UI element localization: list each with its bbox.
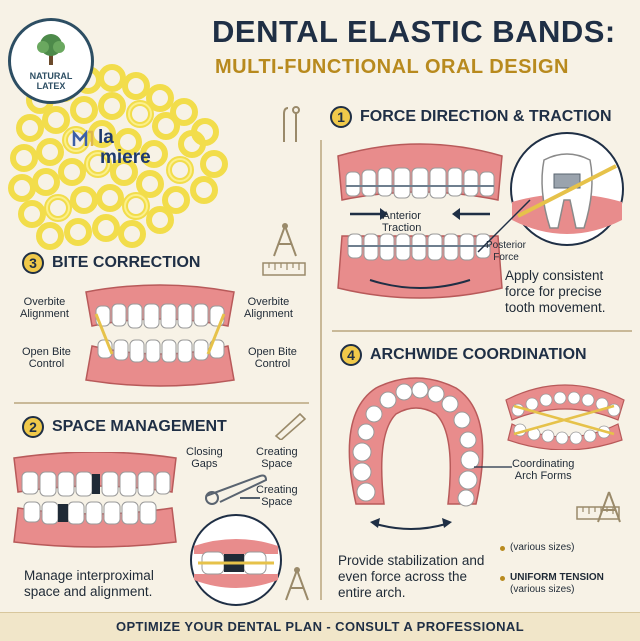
vertical-divider bbox=[320, 140, 322, 600]
section-force-heading: FORCE DIRECTION & TRACTION bbox=[360, 108, 612, 125]
note-various-sizes-1: (various sizes) bbox=[510, 542, 575, 553]
pointer-line bbox=[474, 466, 512, 468]
section-force-number: 1 bbox=[330, 106, 352, 128]
brand-line2: miere bbox=[100, 147, 151, 168]
horizontal-divider-right bbox=[332, 330, 632, 332]
label-openbite-left: Open Bite Control bbox=[22, 346, 71, 370]
footer-banner: OPTIMIZE YOUR DENTAL PLAN - CONSULT A PR… bbox=[0, 612, 640, 641]
section-arch-number: 4 bbox=[340, 344, 362, 366]
label-overbite-left: Overbite Alignment bbox=[20, 296, 69, 320]
note-various-sizes-2: (various sizes) bbox=[510, 584, 575, 595]
note-bullet-1 bbox=[500, 546, 505, 551]
section-space-number: 2 bbox=[22, 416, 44, 438]
teeth-braces-illustration bbox=[337, 143, 503, 299]
pencil-icon bbox=[274, 412, 307, 440]
arrow-double-icon bbox=[370, 518, 452, 530]
safety-pin-icon bbox=[205, 474, 268, 505]
section-bite-number: 3 bbox=[22, 252, 44, 274]
brand-logo: la miere bbox=[72, 128, 151, 168]
section-arch-heading: ARCHWIDE COORDINATION bbox=[370, 346, 587, 363]
arch-description: Provide stabilization and even force acr… bbox=[338, 553, 485, 600]
label-posterior-force: Posterior Force bbox=[486, 240, 527, 263]
arch-band-illustration bbox=[505, 384, 625, 450]
bite-illustration bbox=[85, 284, 235, 387]
badge-line1: NATURAL bbox=[29, 71, 73, 81]
label-creating-space-2: Creating Space bbox=[256, 484, 298, 508]
ruler-icon bbox=[262, 262, 306, 276]
note-bullet-2 bbox=[500, 576, 505, 581]
arrow-right-icon bbox=[477, 199, 531, 253]
page-title: DENTAL ELASTIC BANDS: bbox=[212, 14, 616, 49]
brand-mark-icon bbox=[72, 130, 94, 146]
section-space-heading: SPACE MANAGEMENT bbox=[52, 418, 227, 435]
compass-icon-3 bbox=[597, 491, 621, 523]
brand-line1: la bbox=[98, 127, 114, 148]
natural-latex-badge: NATURAL LATEX bbox=[8, 18, 94, 104]
note-uniform-tension: UNIFORM TENSION bbox=[510, 572, 604, 583]
leaf-tree-icon bbox=[37, 34, 65, 65]
page-subtitle: MULTI-FUNCTIONAL ORAL DESIGN bbox=[215, 56, 569, 78]
section-space-title: 2 SPACE MANAGEMENT bbox=[22, 416, 227, 438]
section-bite-title: 3 BITE CORRECTION bbox=[22, 252, 200, 274]
compass-icon bbox=[273, 223, 297, 257]
label-anterior-traction: Anterior Traction bbox=[382, 210, 422, 234]
space-teeth-illustration bbox=[13, 452, 177, 548]
space-description: Manage interproximal space and alignment… bbox=[24, 568, 154, 599]
label-coordinating-arch-forms: Coordinating Arch Forms bbox=[512, 458, 575, 482]
badge-line2: LATEX bbox=[36, 81, 66, 91]
tooth-closeup-illustration bbox=[510, 132, 624, 246]
gap-closeup-illustration bbox=[190, 514, 282, 606]
dental-tools-icon bbox=[283, 106, 300, 142]
compass-icon-2 bbox=[285, 567, 309, 601]
ruler-icon-2 bbox=[576, 506, 620, 520]
section-bite-heading: BITE CORRECTION bbox=[52, 254, 201, 271]
arch-illustration bbox=[348, 377, 484, 507]
label-closing-gaps: Closing Gaps bbox=[186, 446, 223, 470]
label-openbite-right: Open Bite Control bbox=[248, 346, 297, 370]
horizontal-divider-left bbox=[14, 402, 309, 404]
section-arch-title: 4 ARCHWIDE COORDINATION bbox=[340, 344, 587, 366]
section-force-title: 1 FORCE DIRECTION & TRACTION bbox=[330, 106, 612, 128]
footer-text: OPTIMIZE YOUR DENTAL PLAN - CONSULT A PR… bbox=[115, 619, 525, 634]
label-overbite-right: Overbite Alignment bbox=[244, 296, 293, 320]
label-creating-space-1: Creating Space bbox=[256, 446, 298, 470]
force-description: Apply consistent force for precise tooth… bbox=[505, 268, 606, 315]
